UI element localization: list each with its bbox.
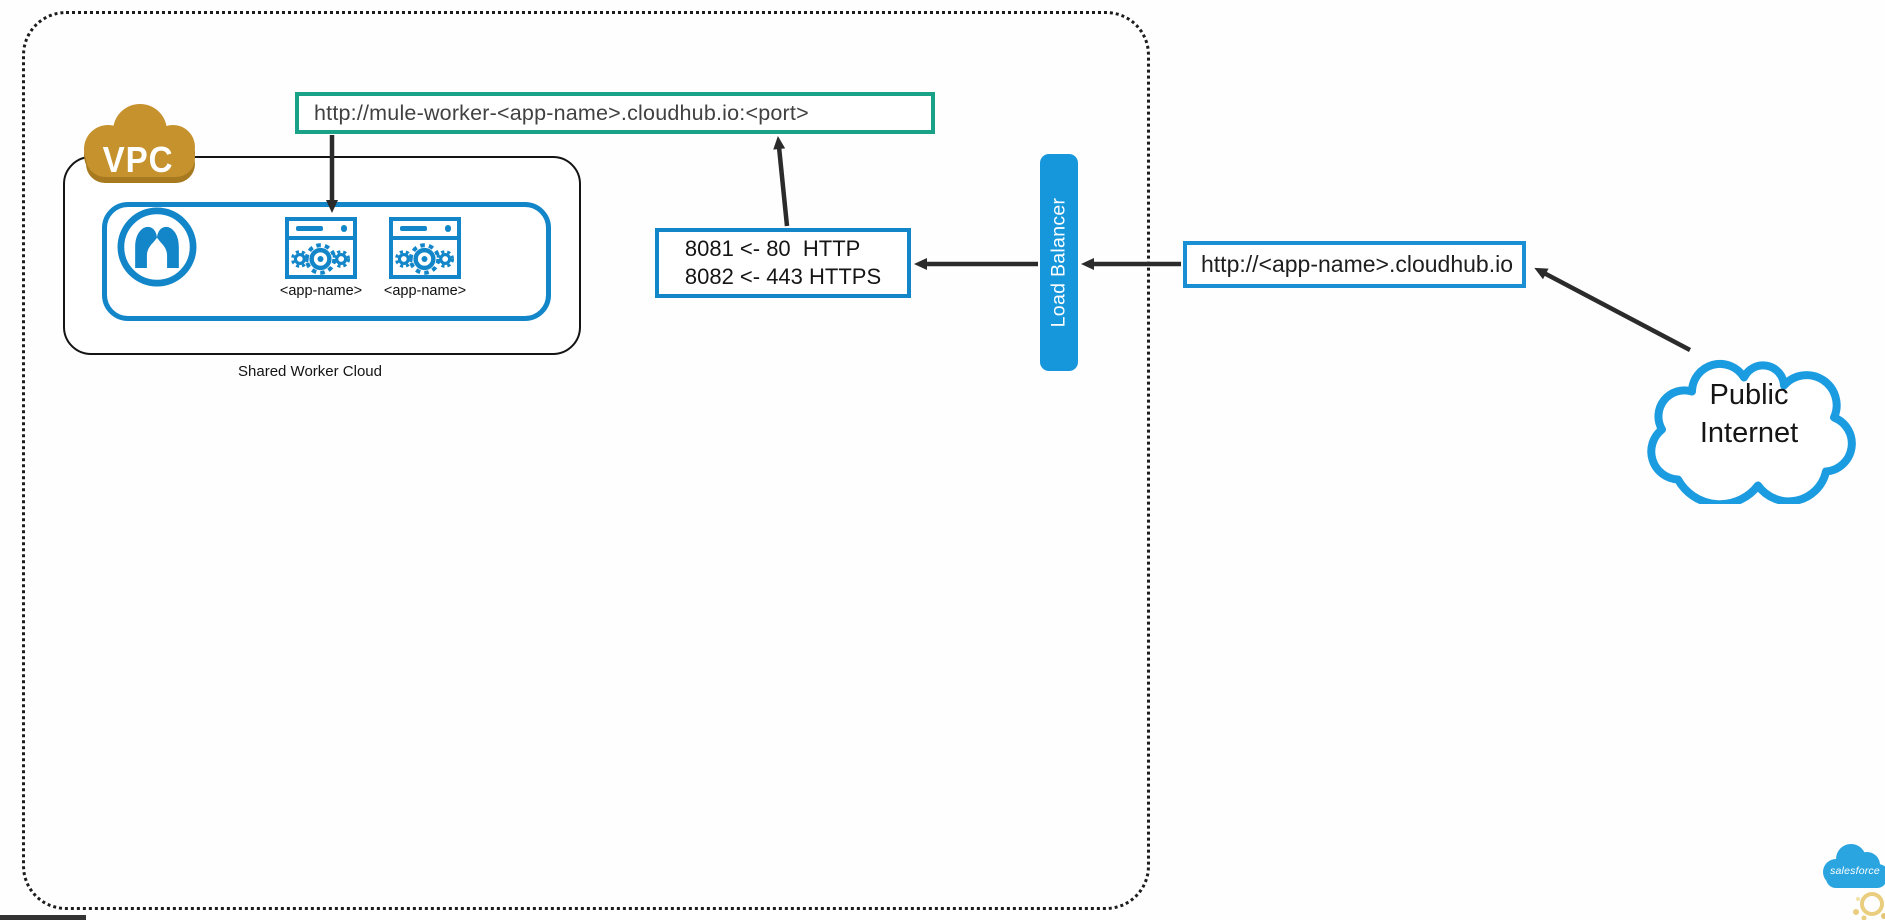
window-titlebar-dot [444,225,451,232]
vpc-label: VPC [102,139,174,180]
public-internet-cloud: Public Internet [1628,336,1870,509]
load-balancer-label: Load Balancer [1047,197,1070,328]
load-balancer: Load Balancer [1040,154,1078,371]
app-name-label-2: <app-name> [383,283,467,299]
ports-http-line: 8081 <- 80 HTTP [684,236,861,261]
public-internet-line1: Public [1709,379,1789,411]
shared-worker-cloud-label: Shared Worker Cloud [238,363,382,380]
video-progress-bar [0,915,86,920]
app-url-label: http://<app-name>.cloudhub.io [1201,251,1514,277]
window-titlebar-dot [340,225,347,232]
salesforce-cloud-icon [1823,844,1885,920]
worker-url-label: http://mule-worker-<app-name>.cloudhub.i… [314,100,809,125]
app-name-label-1: <app-name> [279,283,363,299]
cloud-shape-blue [1647,359,1856,509]
vpc-boundary [22,11,1150,910]
window-titlebar-line [296,226,323,231]
window-header [289,221,353,240]
ports-https-line: 8082 <- 443 HTTPS [684,264,882,289]
app-worker-icon-1 [285,217,357,279]
gears-icon [290,243,351,275]
vpc-cloud-icon: VPC [74,97,208,189]
salesforce-brand-label: salesforce [1830,865,1880,877]
sparkle-icon [1853,892,1885,920]
public-internet-label: Public Internet [1628,376,1870,452]
app-worker-icon-2 [389,217,461,279]
worker-url-box: http://mule-worker-<app-name>.cloudhub.i… [295,92,935,134]
ports-lines: 8081 <- 80 HTTP 8082 <- 443 HTTPS [685,235,881,291]
window-header [393,221,457,240]
app-url-box: http://<app-name>.cloudhub.io [1183,241,1526,288]
ports-mapping-box: 8081 <- 80 HTTP 8082 <- 443 HTTPS [655,228,911,298]
gears-icon [394,243,455,275]
salesforce-logo: salesforce [1820,842,1885,920]
cloud-shape-gold [84,104,195,183]
public-internet-line2: Internet [1699,417,1799,449]
window-titlebar-line [400,226,427,231]
mulesoft-logo-icon [117,207,197,287]
